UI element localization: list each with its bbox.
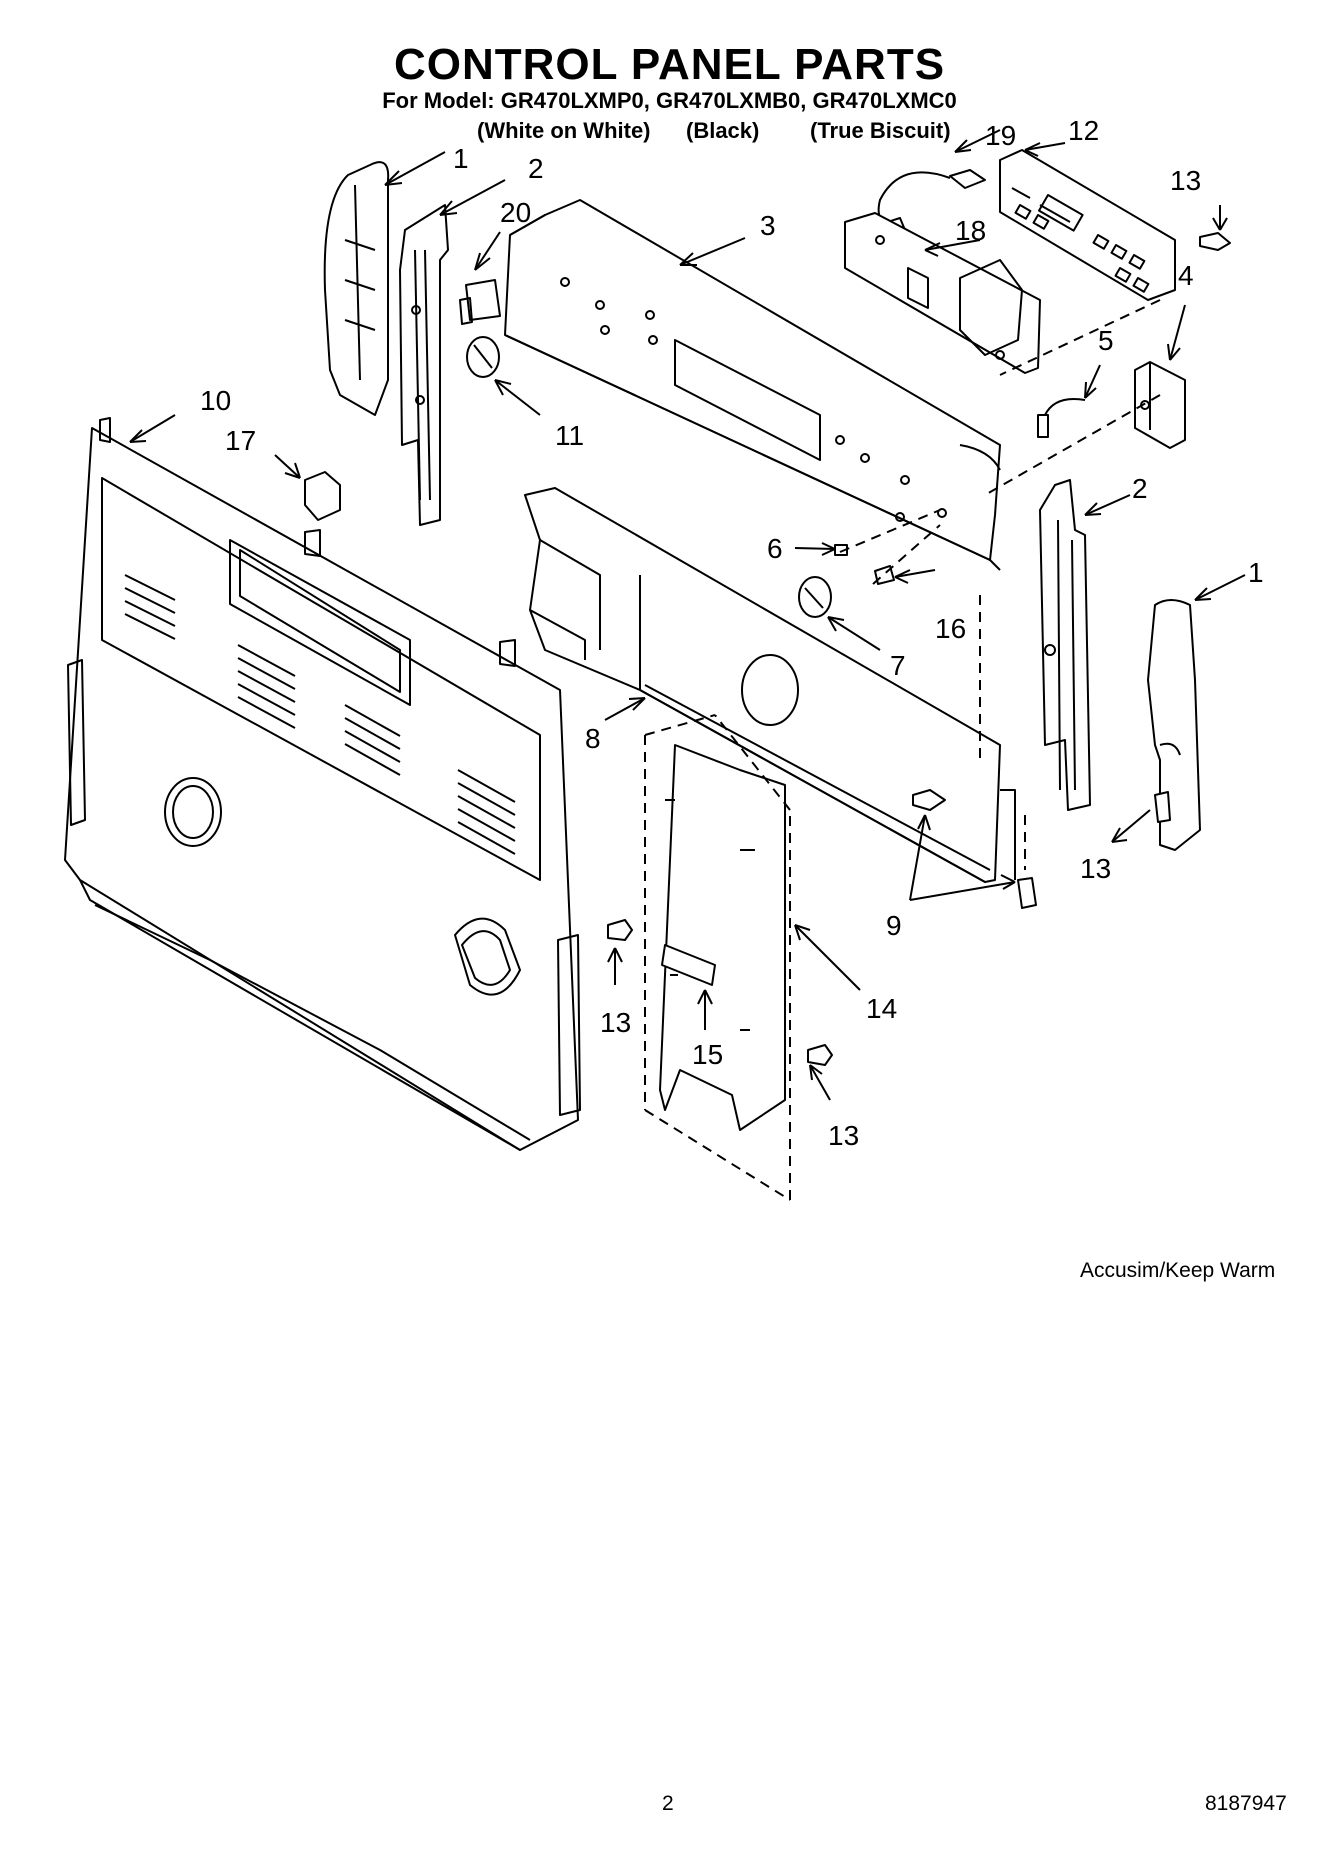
callout-9: 9 bbox=[886, 910, 902, 941]
callout-1-left: 1 bbox=[453, 143, 469, 174]
vent-louvers-center bbox=[237, 644, 296, 729]
callout-12: 12 bbox=[1068, 115, 1099, 146]
callout-17: 17 bbox=[225, 425, 256, 456]
vent-louvers-left bbox=[124, 574, 176, 640]
part-2-left-bracket bbox=[399, 204, 449, 526]
callout-13-left: 13 bbox=[600, 1007, 631, 1038]
callout-19: 19 bbox=[985, 120, 1016, 151]
callout-6: 6 bbox=[767, 533, 783, 564]
document-number: 8187947 bbox=[1205, 1792, 1287, 1815]
leader-arrows bbox=[129, 129, 1246, 1101]
variant-white: (White on White) bbox=[477, 118, 651, 143]
feature-note: Accusim/Keep Warm bbox=[1080, 1259, 1276, 1282]
callout-11: 11 bbox=[555, 420, 584, 451]
part-20-switch bbox=[459, 279, 501, 325]
callout-10: 10 bbox=[200, 385, 231, 416]
callout-labels: 1 2 20 3 19 12 13 18 4 5 11 10 17 2 1 6 … bbox=[200, 115, 1264, 1151]
part-15-label bbox=[661, 944, 716, 986]
part-7-knob bbox=[798, 576, 832, 618]
callout-1-right: 1 bbox=[1248, 557, 1264, 588]
part-11-knob bbox=[466, 336, 500, 378]
part-18-control-board bbox=[844, 212, 1041, 374]
part-14-bracket bbox=[659, 744, 786, 1131]
callout-13-top: 13 bbox=[1170, 165, 1201, 196]
part-4-bracket bbox=[1134, 361, 1186, 449]
part-5-wire bbox=[1037, 398, 1086, 438]
part-17-clip bbox=[304, 471, 341, 521]
callout-14: 14 bbox=[866, 993, 897, 1024]
part-1-right-end-cap bbox=[1147, 599, 1201, 851]
part-10-rear-panel bbox=[64, 417, 581, 1151]
part-13-screws bbox=[607, 232, 1231, 1066]
vent-louvers-right bbox=[457, 769, 516, 855]
part-9-screws bbox=[912, 789, 1037, 909]
part-2-right-bracket bbox=[1039, 479, 1091, 811]
callout-15: 15 bbox=[692, 1039, 723, 1070]
callout-13-right: 13 bbox=[1080, 853, 1111, 884]
page-title: CONTROL PANEL PARTS bbox=[393, 40, 946, 89]
callout-5: 5 bbox=[1098, 325, 1114, 356]
variant-black: (Black) bbox=[686, 118, 760, 143]
callout-20: 20 bbox=[500, 197, 531, 228]
part-8-manifold-panel bbox=[524, 487, 1016, 883]
overlay-buttons bbox=[1014, 203, 1150, 293]
callout-7: 7 bbox=[890, 650, 906, 681]
callout-2-left: 2 bbox=[528, 153, 544, 184]
vent-louvers-mid bbox=[344, 704, 401, 776]
part-12-control-overlay bbox=[999, 149, 1176, 301]
assembly-lines bbox=[644, 299, 1161, 1201]
model-line: For Model: GR470LXMP0, GR470LXMB0, GR470… bbox=[382, 88, 957, 113]
callout-13-bottom: 13 bbox=[828, 1120, 859, 1151]
callout-8: 8 bbox=[585, 723, 601, 754]
variant-biscuit: (True Biscuit) bbox=[810, 118, 951, 143]
part-1-left-end-cap bbox=[323, 161, 390, 416]
callout-16: 16 bbox=[935, 613, 966, 644]
callout-3: 3 bbox=[760, 210, 776, 241]
page-number: 2 bbox=[662, 1792, 674, 1815]
callout-18: 18 bbox=[955, 215, 986, 246]
callout-4: 4 bbox=[1178, 260, 1194, 291]
callout-2-right: 2 bbox=[1132, 473, 1148, 504]
